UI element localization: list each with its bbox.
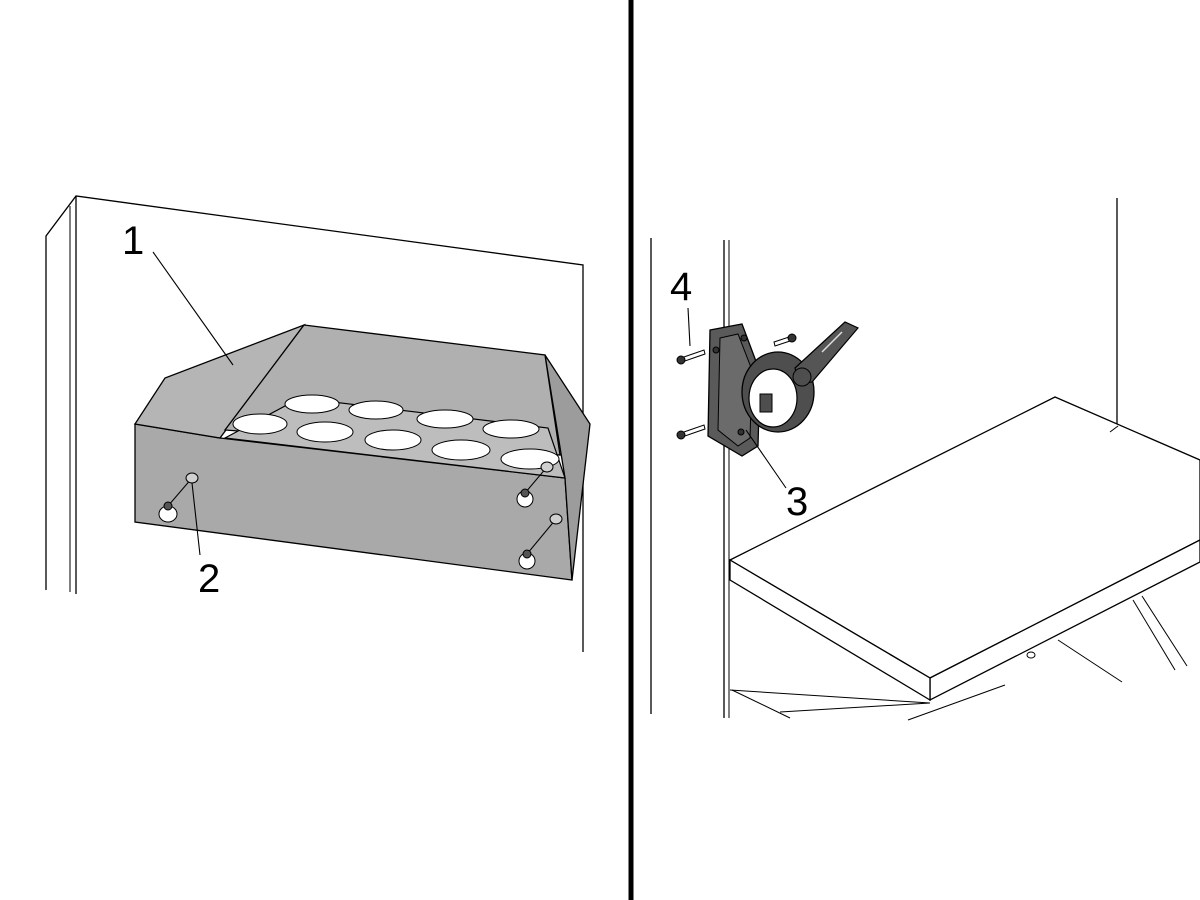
tool-tray bbox=[133, 323, 591, 581]
leader-2 bbox=[191, 482, 201, 556]
holder-plate-face bbox=[717, 333, 753, 447]
callout-2: 2 bbox=[198, 557, 220, 601]
callout-1: 1 bbox=[122, 219, 144, 263]
workbench-left-face bbox=[729, 558, 931, 702]
leader-3 bbox=[745, 429, 787, 489]
tool-holder bbox=[676, 321, 859, 457]
callout-4: 4 bbox=[670, 265, 692, 309]
leader-4 bbox=[687, 307, 691, 347]
workbench-top bbox=[728, 396, 1200, 679]
left-panel: 1 2 bbox=[45, 195, 591, 652]
cabinet-wall-left bbox=[45, 195, 584, 652]
workbench bbox=[728, 396, 1200, 721]
right-panel: 4 3 bbox=[650, 198, 1200, 721]
leader-1 bbox=[152, 251, 234, 366]
callout-3: 3 bbox=[786, 480, 808, 524]
tool-holes bbox=[232, 394, 560, 470]
cabinet-wall-right bbox=[650, 198, 1118, 718]
tray-right-panel bbox=[544, 354, 591, 581]
holder-screws bbox=[676, 333, 797, 440]
tray-screws bbox=[163, 461, 563, 559]
